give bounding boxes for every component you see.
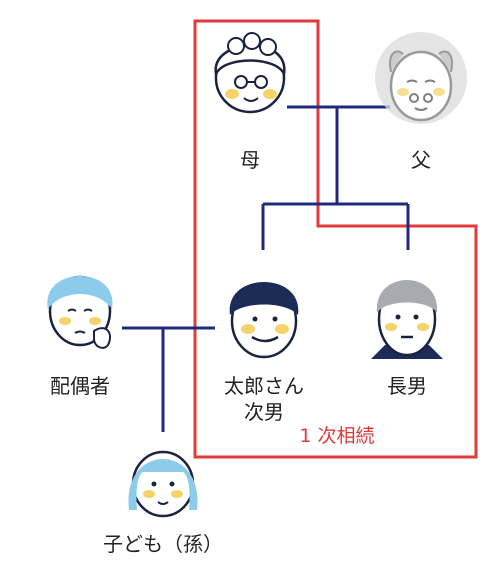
deceased-grandfather-face-icon bbox=[375, 32, 467, 124]
highlight-box-outline bbox=[193, 19, 478, 459]
child-label: 子ども（孫） bbox=[103, 532, 223, 556]
connectors bbox=[122, 105, 410, 432]
taro-relation-label: 次男 bbox=[244, 400, 284, 424]
father-label: 父 bbox=[411, 148, 431, 172]
first-inheritance-label: 1 次相続 bbox=[299, 425, 375, 447]
taro-label: 太郎さん bbox=[224, 374, 304, 398]
worried-woman-face-icon bbox=[47, 275, 113, 349]
gray-haired-man-face-icon bbox=[371, 280, 443, 359]
grandmother-face-icon bbox=[214, 32, 286, 114]
mother-label: 母 bbox=[240, 148, 260, 172]
inheritance-highlight bbox=[193, 19, 478, 459]
man-face-icon bbox=[229, 282, 299, 359]
eldest-son-label: 長男 bbox=[387, 374, 427, 398]
spouse-label: 配偶者 bbox=[50, 374, 110, 398]
girl-face-icon bbox=[128, 450, 198, 518]
